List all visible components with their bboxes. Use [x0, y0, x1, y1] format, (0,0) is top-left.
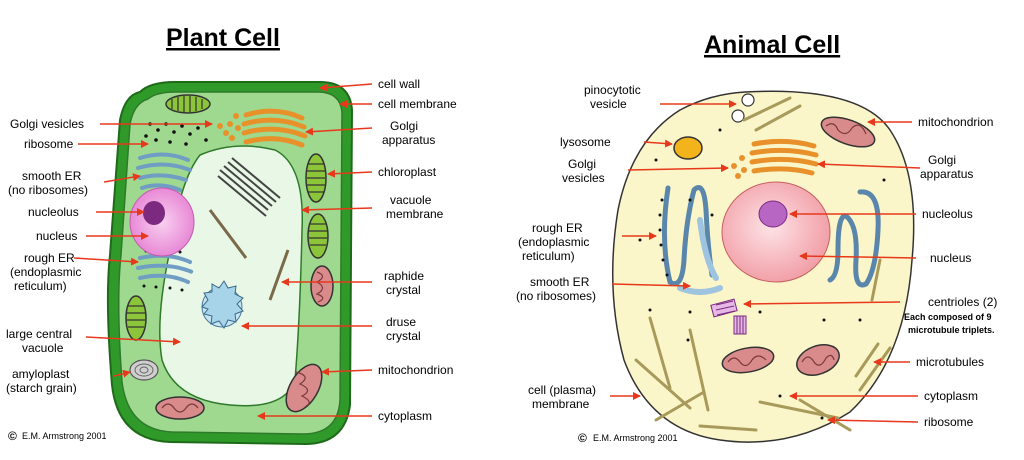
animal-cell-title: Animal Cell	[704, 31, 840, 59]
plant-smooth-er	[136, 152, 192, 192]
plant-label-amyloplast-sub: (starch grain)	[6, 381, 77, 395]
plant-mitochondrion-3	[155, 396, 205, 420]
plant-label-rough-er-sub1: (endoplasmic	[10, 265, 81, 279]
plant-label-amyloplast: amyloplast	[12, 367, 70, 381]
plant-label-nucleolus: nucleolus	[28, 205, 79, 219]
plant-label-rough-er: rough ER	[24, 251, 75, 265]
animal-centrioles	[710, 298, 747, 335]
animal-mitochondrion-1	[820, 116, 876, 148]
animal-pinocytotic-vesicle-2	[731, 109, 745, 123]
animal-rough-er-ribosomes	[658, 198, 714, 277]
animal-label-rough-er-sub1: (endoplasmic	[518, 235, 589, 249]
plant-label-golgi-vesicles: Golgi vesicles	[10, 117, 84, 131]
plant-label-vacuole-membrane-sub: membrane	[386, 207, 444, 221]
plant-label-smooth-er: smooth ER	[22, 169, 82, 183]
plant-golgi-apparatus	[241, 108, 308, 148]
plant-chloroplast-1	[165, 94, 211, 114]
animal-lysosome	[673, 136, 703, 160]
animal-nucleolus	[758, 200, 788, 228]
plant-label-ribosome: ribosome	[24, 137, 74, 151]
animal-label-cell-membrane-sub: membrane	[532, 397, 590, 411]
plant-label-raphide-sub: crystal	[386, 283, 421, 297]
animal-nucleus	[721, 181, 831, 283]
animal-label-smooth-er-sub: (no ribosomes)	[516, 289, 596, 303]
plant-label-cell-membrane: cell membrane	[378, 97, 457, 111]
plant-cell-title: Plant Cell	[166, 24, 280, 52]
plant-chloroplast-3	[307, 213, 329, 259]
animal-label-microtubules: microtubules	[916, 355, 984, 369]
animal-label-centrioles: centrioles (2)	[928, 295, 997, 309]
animal-cell-group: Animal Cell	[516, 31, 997, 445]
plant-label-cell-wall: cell wall	[378, 77, 420, 91]
animal-label-cell-membrane: cell (plasma)	[528, 383, 596, 397]
animal-label-golgi-vesicles: Golgi	[568, 157, 596, 171]
plant-chloroplast-2	[305, 153, 327, 203]
animal-label-pinocytotic: pinocytotic	[584, 83, 641, 97]
animal-copyright-symbol: ©	[578, 431, 587, 445]
animal-label-golgi-apparatus-sub: apparatus	[920, 167, 973, 181]
animal-label-smooth-er: smooth ER	[530, 275, 590, 289]
animal-golgi-apparatus	[749, 138, 819, 176]
plant-chloroplast-4	[125, 295, 147, 341]
plant-ribosomes	[144, 122, 208, 146]
animal-label-nucleus: nucleus	[930, 251, 971, 265]
animal-rough-er	[661, 185, 715, 287]
animal-ribosomes	[638, 128, 886, 420]
plant-label-rough-er-sub2: reticulum)	[14, 279, 67, 293]
animal-label-rough-er-sub2: reticulum)	[522, 249, 575, 263]
animal-label-golgi-apparatus: Golgi	[928, 153, 956, 167]
plant-druse-crystal	[201, 280, 244, 329]
plant-mitochondrion-2	[285, 363, 323, 413]
animal-mitochondrion-3	[796, 344, 840, 376]
plant-cell-group: Plant Cell	[6, 24, 457, 446]
plant-amyloplast	[129, 359, 159, 381]
plant-raphide-single-2	[268, 249, 290, 301]
animal-pinocytotic-vesicle-1	[741, 93, 755, 107]
plant-label-golgi-apparatus: Golgi	[390, 119, 418, 133]
plant-label-druse-sub: crystal	[386, 329, 421, 343]
plant-arrows	[73, 83, 373, 420]
animal-label-lysosome: lysosome	[560, 135, 611, 149]
plant-mitochondrion-1	[310, 265, 334, 307]
plant-label-chloroplast: chloroplast	[378, 165, 437, 179]
animal-copyright: E.M. Armstrong 2001	[593, 433, 678, 443]
plant-label-nucleus: nucleus	[36, 229, 77, 243]
plant-large-vacuole	[159, 145, 304, 407]
plant-label-smooth-er-sub: (no ribosomes)	[8, 183, 88, 197]
plant-label-vacuole-membrane: vacuole	[390, 193, 432, 207]
plant-label-golgi-apparatus-sub: apparatus	[382, 133, 435, 147]
plant-raphide-single-1	[208, 209, 248, 259]
animal-label-ribosome: ribosome	[924, 415, 974, 429]
plant-raphide-bundle	[217, 157, 281, 217]
animal-rough-er-right	[827, 189, 881, 288]
animal-label-mitochondrion: mitochondrion	[918, 115, 993, 129]
animal-label-pinocytotic-sub: vesicle	[590, 97, 627, 111]
animal-mitochondrion-2	[721, 346, 775, 374]
animal-label-cytoplasm: cytoplasm	[924, 389, 978, 403]
plant-label-druse: druse	[386, 315, 416, 329]
plant-label-raphide: raphide	[384, 269, 424, 283]
plant-copyright-symbol: ©	[8, 429, 17, 443]
plant-label-cytoplasm: cytoplasm	[378, 409, 432, 423]
animal-golgi-vesicles	[731, 155, 747, 179]
plant-label-mitochondrion: mitochondrion	[378, 363, 453, 377]
animal-label-rough-er: rough ER	[532, 221, 583, 235]
animal-label-centrioles-note1: Each composed of 9	[904, 312, 992, 322]
animal-label-centrioles-note2: microtubule triplets.	[908, 325, 995, 335]
plant-golgi-vesicles	[217, 113, 241, 141]
plant-copyright: E.M. Armstrong 2001	[22, 431, 107, 441]
plant-nucleolus	[143, 201, 165, 225]
animal-arrows	[610, 100, 921, 425]
animal-label-golgi-vesicles-sub: vesicles	[562, 171, 605, 185]
plant-label-large-vacuole-sub: vacuole	[22, 341, 64, 355]
animal-microtubules	[634, 96, 892, 432]
plant-nucleus	[129, 187, 195, 257]
plant-label-large-vacuole: large central	[6, 327, 72, 341]
animal-label-nucleolus: nucleolus	[922, 207, 973, 221]
